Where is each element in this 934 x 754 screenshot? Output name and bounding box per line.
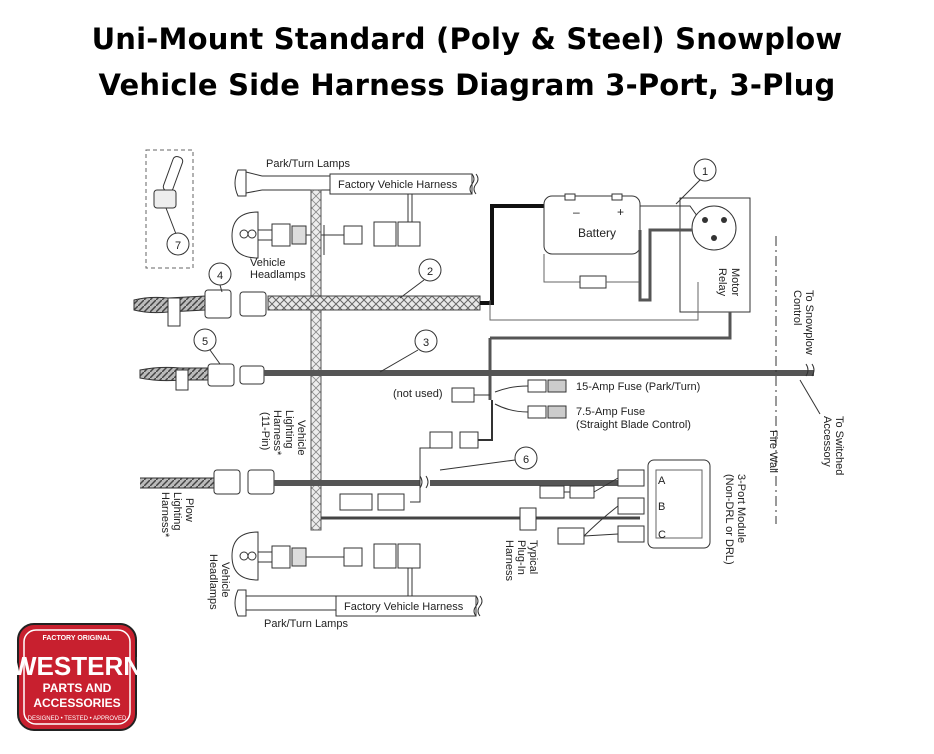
vehicle-headlamps-top-1: Vehicle <box>250 257 285 269</box>
motor-relay-2: Relay <box>716 268 728 297</box>
callout-4: 4 <box>217 270 223 282</box>
port-b: B <box>658 501 665 513</box>
motor-relay-box <box>679 197 751 313</box>
item-7-connector <box>153 189 177 209</box>
callout-1: 1 <box>702 166 708 178</box>
logo-sub1: PARTS AND <box>43 681 112 695</box>
top-headlamp-body <box>231 211 259 259</box>
module-label-1: 3-Port Module <box>735 474 747 543</box>
battery-neg: – <box>573 205 580 219</box>
port-a: A <box>658 475 666 487</box>
battery-relay-group: – + Battery Motor Relay 1 <box>489 158 751 321</box>
battery-label: Battery <box>578 226 616 240</box>
fuse-15-label: 15-Amp Fuse (Park/Turn) <box>576 381 700 393</box>
harness-2-group: 4 2 <box>133 204 548 327</box>
typical-3: Harness <box>503 540 515 581</box>
plow-lighting-group: Plow Lighting Harness* 6 <box>140 446 644 538</box>
top-headlamp-group: Vehicle Headlamps <box>231 211 421 281</box>
diagram-title-line-1: Uni-Mount Standard (Poly & Steel) Snowpl… <box>91 22 843 56</box>
factory-harness-bottom: Factory Vehicle Harness <box>344 601 464 613</box>
vlh-2: Lighting <box>283 410 295 449</box>
fuse-75-label-2: (Straight Blade Control) <box>576 419 691 431</box>
item-7-group: 7 <box>145 149 194 269</box>
callout-3: 3 <box>423 337 429 349</box>
plow-lighting-1: Plow <box>183 498 195 522</box>
logo-bottom-text: DESIGNED • TESTED • APPROVED <box>28 716 127 722</box>
logo-top-text: FACTORY ORIGINAL <box>42 635 112 642</box>
vlh-3: Harness* <box>271 410 283 456</box>
item-7-dashed-box <box>145 149 194 269</box>
fuse-75-label-1: 7.5-Amp Fuse <box>576 406 645 418</box>
to-switched-2: Accessory <box>821 416 833 467</box>
battery-pos: + <box>617 205 624 219</box>
diagram-title-line-2: Vehicle Side Harness Diagram 3-Port, 3-P… <box>98 68 836 102</box>
to-snowplow-2: Control <box>791 290 803 325</box>
callout-5: 5 <box>202 336 208 348</box>
callout-2: 2 <box>427 266 433 278</box>
motor-relay-1: Motor <box>729 268 741 296</box>
vehicle-headlamps-top-2: Headlamps <box>250 269 306 281</box>
fuse-group: (not used) 15-Amp Fuse (Park/Turn) 7.5-A… <box>393 379 700 449</box>
typical-1: Typical <box>527 540 539 574</box>
callout-6: 6 <box>523 454 529 466</box>
top-park-turn-group: Park/Turn Lamps Factory Vehicle Harness <box>234 158 479 222</box>
bottom-park-turn-group: Factory Vehicle Harness Park/Turn Lamps <box>234 568 483 630</box>
fire-wall-label: Fire Wall <box>767 430 779 473</box>
logo-brand: WESTERN <box>12 651 142 681</box>
vlh-4: (11-Pin) <box>259 412 271 450</box>
braided-cable-2 <box>267 295 481 311</box>
module-group: A B C 3-Port Module (Non-DRL or DRL) Typ… <box>503 459 747 581</box>
battery-cable-positive <box>480 204 548 305</box>
port-c: C <box>658 529 666 541</box>
park-turn-lamps-bottom: Park/Turn Lamps <box>264 618 348 630</box>
item-7-plug <box>162 156 184 192</box>
plow-lighting-2: Lighting <box>171 492 183 531</box>
western-logo: FACTORY ORIGINAL WESTERN PARTS AND ACCES… <box>12 623 142 731</box>
typical-2: Plug-In <box>515 540 527 575</box>
module-label-2: (Non-DRL or DRL) <box>723 474 735 565</box>
vehicle-headlamps-bottom-1: Vehicle <box>219 562 231 597</box>
harness-3-group: 5 3 <box>139 312 815 400</box>
main-power-cable <box>264 370 814 376</box>
not-used-label: (not used) <box>393 388 443 400</box>
to-switched-1: To Switched <box>833 416 845 475</box>
vlh-label-group: Vehicle Lighting Harness* (11-Pin) <box>259 410 307 456</box>
plow-lighting-3: Harness* <box>159 492 171 538</box>
three-port-module <box>647 459 711 549</box>
park-turn-lamps-top: Park/Turn Lamps <box>266 158 350 170</box>
to-snowplow-1: To Snowplow <box>803 290 815 355</box>
factory-harness-top: Factory Vehicle Harness <box>338 179 458 191</box>
vehicle-lighting-trunk <box>310 189 322 531</box>
vlh-1: Vehicle <box>295 420 307 455</box>
battery-box <box>543 195 641 255</box>
bottom-headlamp-group: Vehicle Headlamps <box>207 531 421 610</box>
callout-7 <box>166 232 190 256</box>
callout-7-label: 7 <box>175 240 181 252</box>
vehicle-headlamps-bottom-2: Headlamps <box>207 554 219 610</box>
logo-sub2: ACCESSORIES <box>33 696 120 710</box>
